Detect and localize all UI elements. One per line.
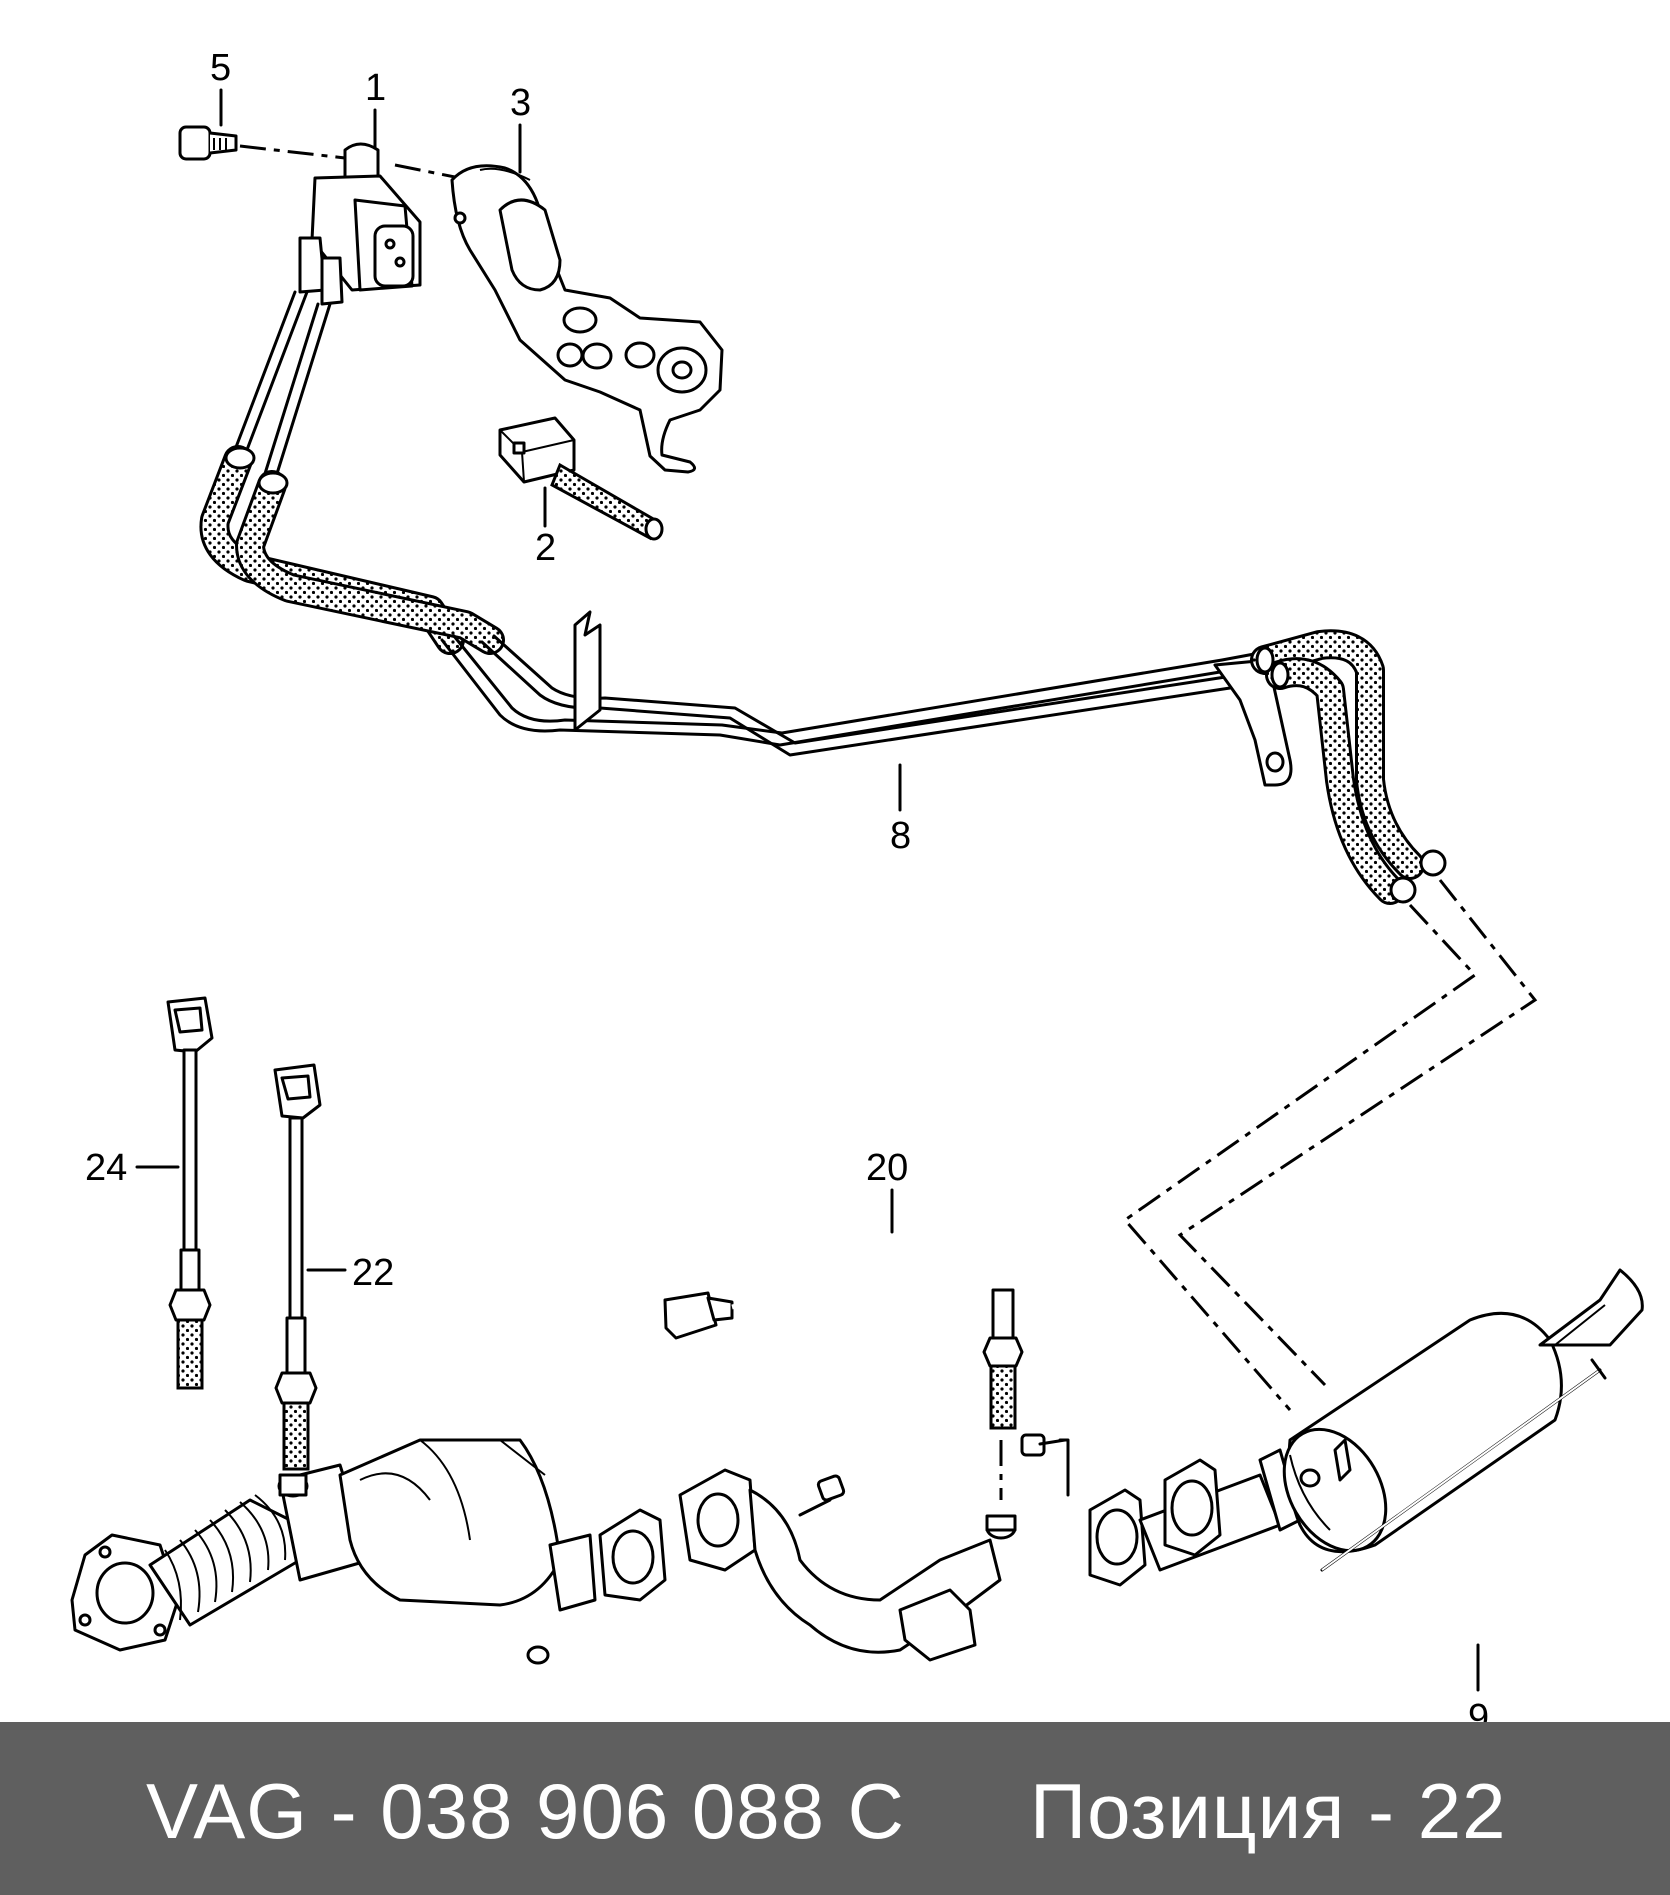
screw-5 — [178, 125, 238, 161]
callouts: 5 1 3 2 8 9 20 22 24 — [85, 47, 1489, 1722]
sensor-22 — [273, 1063, 322, 1471]
footer-bar: VAG - 038 906 088 C Позиция - 22 — [0, 1722, 1670, 1895]
callout-22: 22 — [352, 1252, 394, 1294]
particulate-filter-9 — [1282, 1268, 1644, 1572]
callout-5: 5 — [210, 47, 231, 89]
callout-8: 8 — [890, 815, 911, 857]
exhaust-assembly — [70, 1433, 1302, 1665]
callout-9: 9 — [1468, 1697, 1489, 1722]
routing-line-b — [1122, 903, 1478, 1411]
pressure-sensor-1 — [298, 142, 422, 306]
hose-clamp-2 — [498, 416, 664, 541]
routing-line-a — [1177, 879, 1538, 1387]
sensor-20 — [663, 1235, 1024, 1430]
callout-2: 2 — [535, 527, 556, 569]
pressure-pipe-8 — [199, 290, 1447, 905]
callout-3: 3 — [510, 82, 531, 124]
sensor-bracket-leader — [394, 163, 501, 188]
part-number-label: VAG - 038 906 088 C — [146, 1767, 906, 1855]
bracket-3 — [450, 164, 724, 474]
callout-20: 20 — [866, 1147, 908, 1189]
screw-5-leader — [239, 144, 346, 160]
position-label: Позиция - 22 — [1030, 1767, 1507, 1855]
exhaust-parts-diagram: 5 1 3 2 8 9 20 22 24 — [70, 47, 1644, 1722]
sensor-24 — [166, 996, 214, 1390]
callout-1: 1 — [365, 67, 386, 109]
callout-24: 24 — [85, 1147, 127, 1189]
